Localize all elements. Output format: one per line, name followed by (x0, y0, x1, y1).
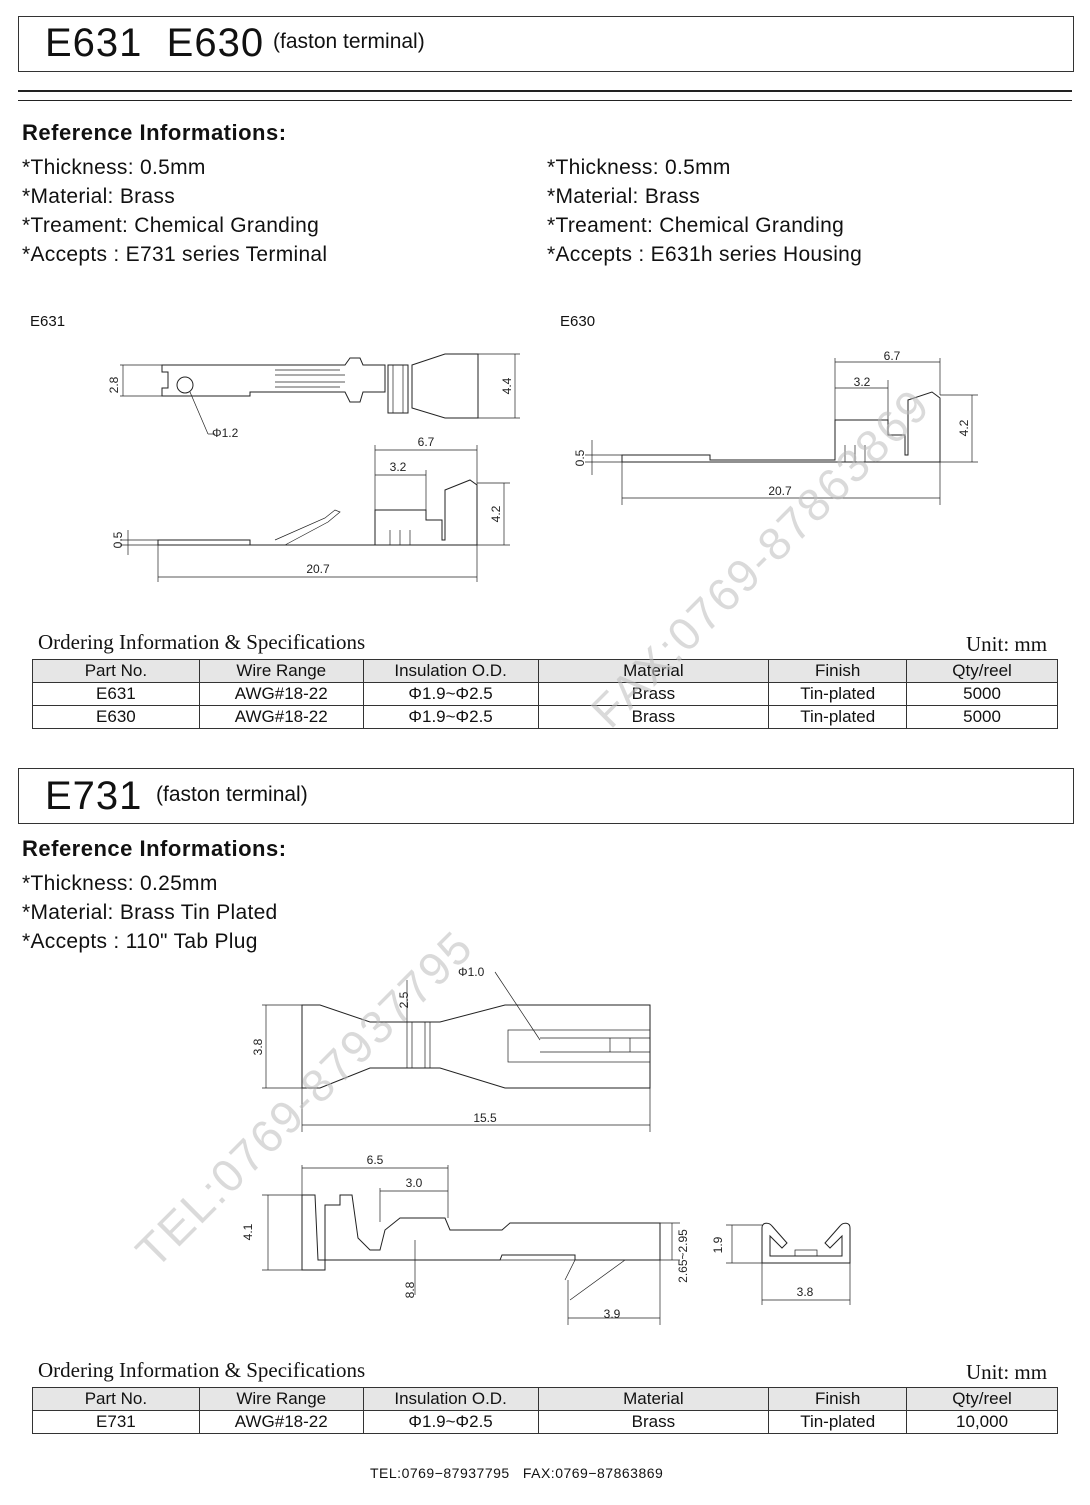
section1-ref-heading: Reference Informations: (22, 120, 287, 145)
dim-e631-w2: 3.2 (390, 460, 407, 474)
cell: AWG#18-22 (198, 682, 364, 706)
section2-spec-title: Ordering Information & Specifications (38, 1358, 366, 1382)
ref-line: *Accepts : E731 series Terminal (22, 243, 328, 266)
cell: 5000 (906, 682, 1058, 706)
col-material: Material (537, 1387, 770, 1411)
dim-e731-end-h: 1.9 (711, 1236, 725, 1253)
ref-line: *Treament: Chemical Granding (547, 214, 845, 237)
cell: 5000 (906, 705, 1058, 729)
e630-drawing: 6.7 3.2 4.2 0.5 20.7 (573, 349, 978, 505)
ref-line: *Treament: Chemical Granding (22, 214, 320, 237)
section1-unit: Unit: mm (966, 632, 1048, 656)
ref-line: *Material: Brass Tin Plated (22, 901, 278, 924)
e630-side-view (585, 358, 978, 505)
dim-e731-bottom: 3.9 (604, 1307, 621, 1321)
dim-e630-t: 0.5 (573, 449, 587, 466)
col-finish: Finish (768, 659, 908, 683)
section2-spec-table: Part No. Wire Range Insulation O.D. Mate… (32, 1387, 1058, 1434)
e731-end-view (726, 1222, 851, 1305)
cell: Φ1.9~Φ2.5 (362, 1410, 539, 1434)
cell: Brass (537, 705, 770, 729)
cell: E631 (32, 682, 200, 706)
ref-line: *Material: Brass (547, 185, 701, 208)
cell: 10,000 (906, 1410, 1058, 1434)
col-material: Material (537, 659, 770, 683)
cell: Tin-plated (768, 682, 908, 706)
section1-title-box: E631 E630 (faston terminal) (18, 16, 1074, 72)
ref-line: *Thickness: 0.25mm (22, 872, 218, 895)
cell: Tin-plated (768, 1410, 908, 1434)
e630-figure-label: E630 (560, 313, 596, 330)
cell: Φ1.9~Φ2.5 (362, 705, 539, 729)
section1-title: E631 E630 (45, 21, 265, 65)
divider-thin (18, 100, 1072, 101)
dim-e630-w2: 3.2 (854, 375, 871, 389)
e631-side-view (120, 445, 510, 582)
e631-figure-label: E631 (30, 313, 66, 330)
dim-e731-w1: 6.5 (367, 1153, 384, 1167)
cell: E630 (32, 705, 200, 729)
dim-e631-h2: 4.4 (500, 377, 514, 394)
cell: Brass (537, 682, 770, 706)
section2-unit: Unit: mm (966, 1360, 1048, 1384)
e731-side-view (262, 1165, 680, 1325)
cell: AWG#18-22 (198, 1410, 364, 1434)
cell: Φ1.9~Φ2.5 (362, 682, 539, 706)
dim-e731-len: 15.5 (473, 1111, 497, 1125)
table-row: E630 AWG#18-22 Φ1.9~Φ2.5 Brass Tin-plate… (32, 705, 1058, 729)
table-row: E731 AWG#18-22 Φ1.9~Φ2.5 Brass Tin-plate… (32, 1410, 1058, 1434)
col-insulation: Insulation O.D. (362, 1387, 539, 1411)
col-part-no: Part No. (32, 659, 200, 683)
col-insulation: Insulation O.D. (362, 659, 539, 683)
section1-spec-title: Ordering Information & Specifications (38, 630, 366, 654)
dim-e631-hole: Φ1.2 (212, 426, 239, 440)
dim-e731-hole: Φ1.0 (458, 965, 485, 979)
cell: AWG#18-22 (198, 705, 364, 729)
dim-e630-w1: 6.7 (884, 349, 901, 363)
dim-e731-r: 2.65~2.95 (676, 1229, 690, 1283)
ref-line: *Material: Brass (22, 185, 176, 208)
dim-e631-len: 20.7 (306, 562, 330, 576)
e631-drawing: 2.8 4.4 Φ1.2 6.7 3.2 4.2 0.5 20.7 (107, 353, 520, 582)
section1-spec-table: Part No. Wire Range Insulation O.D. Mate… (32, 659, 1058, 729)
divider-thick (18, 90, 1072, 92)
dim-e731-end-w: 3.8 (797, 1285, 814, 1299)
table-header-row: Part No. Wire Range Insulation O.D. Mate… (32, 659, 1058, 683)
dim-e731-w2: 3.0 (406, 1176, 423, 1190)
dim-e731-w: 2.5 (397, 991, 411, 1008)
col-qty: Qty/reel (906, 1387, 1058, 1411)
cell: E731 (32, 1410, 200, 1434)
dim-e731-b: 8.8 (403, 1281, 417, 1298)
e631-top-view (120, 353, 520, 435)
section2-title: E731 (45, 774, 143, 818)
col-wire-range: Wire Range (198, 659, 364, 683)
dim-e631-w1: 6.7 (418, 435, 435, 449)
section2-ref-heading: Reference Informations: (22, 836, 287, 861)
cell: Brass (537, 1410, 770, 1434)
ref-line: *Thickness: 0.5mm (22, 156, 206, 179)
dim-e630-h: 4.2 (957, 419, 971, 436)
cell: Tin-plated (768, 705, 908, 729)
col-part-no: Part No. (32, 1387, 200, 1411)
e731-drawing: Φ1.0 2.5 3.8 15.5 6.5 3.0 4.1 8.8 2.65~2… (241, 965, 851, 1325)
ref-line: *Accepts : E631h series Housing (547, 243, 863, 266)
table-header-row: Part No. Wire Range Insulation O.D. Mate… (32, 1387, 1058, 1411)
dim-e631-t: 0.5 (111, 531, 125, 548)
dim-e731-h: 3.8 (251, 1038, 265, 1055)
section2-title-box: E731 (faston terminal) (18, 768, 1074, 824)
dim-e630-len: 20.7 (768, 484, 792, 498)
section1-subtitle: (faston terminal) (273, 30, 425, 53)
col-finish: Finish (768, 1387, 908, 1411)
table-row: E631 AWG#18-22 Φ1.9~Φ2.5 Brass Tin-plate… (32, 682, 1058, 706)
ref-line: *Thickness: 0.5mm (547, 156, 731, 179)
dim-e631-h1: 2.8 (107, 376, 121, 393)
col-qty: Qty/reel (906, 659, 1058, 683)
ref-line: *Accepts : 110" Tab Plug (22, 930, 258, 953)
footer-contact: TEL:0769−87937795 FAX:0769−87863869 (370, 1465, 664, 1481)
section2-subtitle: (faston terminal) (156, 783, 308, 806)
e731-top-view (262, 971, 651, 1132)
col-wire-range: Wire Range (198, 1387, 364, 1411)
dim-e731-side-h: 4.1 (241, 1223, 255, 1240)
dim-e631-h3: 4.2 (489, 505, 503, 522)
